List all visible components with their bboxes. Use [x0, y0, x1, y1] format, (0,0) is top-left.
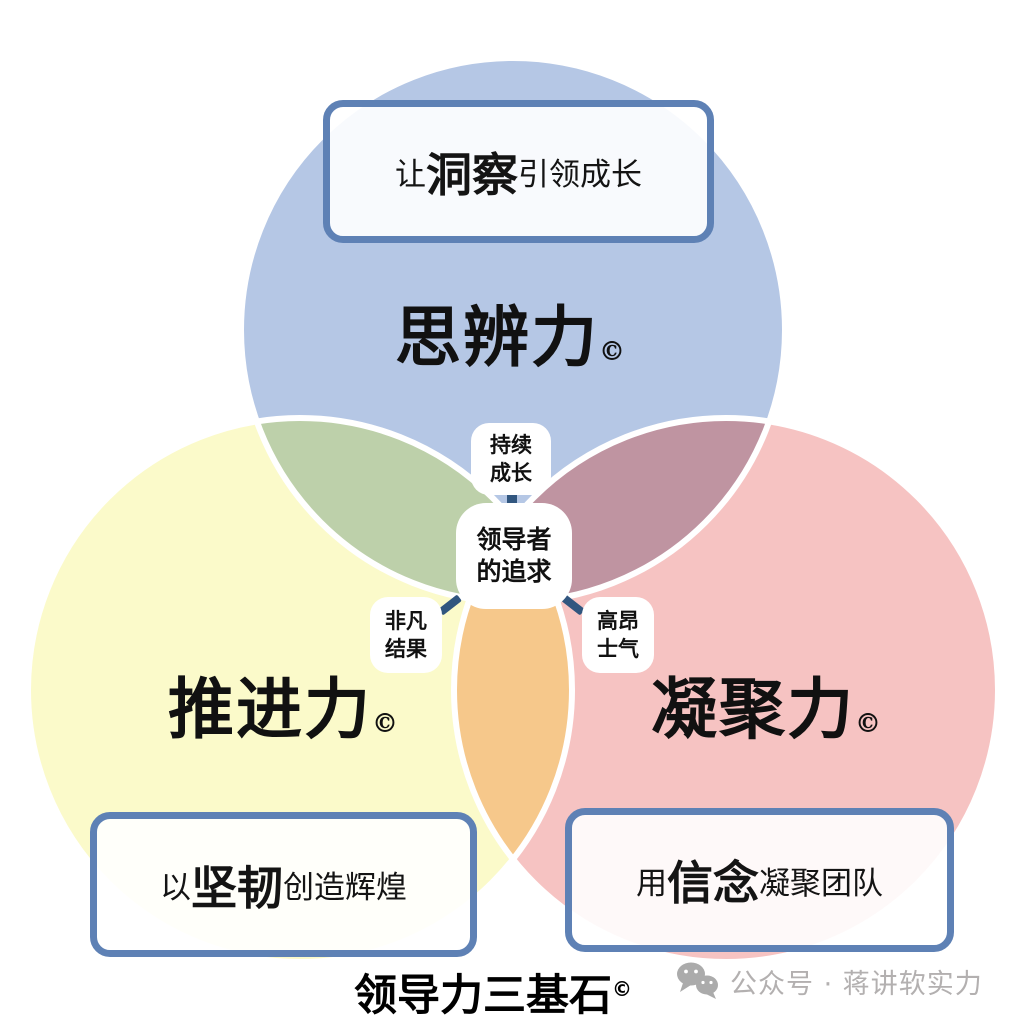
- overlap-right-line1: 高昂: [597, 608, 639, 633]
- copyright-mark: ©: [612, 977, 632, 1001]
- tagline-box-insight: 让洞察引领成长: [323, 100, 714, 243]
- overlap-label-high-morale: 高昂 士气: [582, 597, 654, 673]
- overlap-label-extraordinary-results: 非凡 结果: [370, 597, 442, 673]
- watermark-text: 公众号 · 蒋讲软实力: [730, 968, 983, 1000]
- tagline-insight-emphasis: 洞察: [426, 147, 518, 202]
- tagline-conviction-suffix: 凝聚团队: [759, 865, 883, 902]
- copyright-mark: ©: [599, 337, 625, 367]
- overlap-top-left-lens: [241, 418, 572, 602]
- title-cohesion-text: 凝聚力: [651, 670, 855, 748]
- title-cohesion: 凝聚力©: [651, 656, 881, 752]
- overlap-left-line1: 非凡: [385, 608, 427, 633]
- title-drive-text: 推进力: [168, 670, 372, 748]
- tagline-insight-suffix: 引领成长: [518, 157, 642, 193]
- title-critical-thinking: 思辨力©: [395, 284, 625, 380]
- overlap-right-line2: 士气: [597, 637, 639, 661]
- tagline-conviction-emphasis: 信念: [667, 856, 759, 910]
- diagram-caption: 领导力三基石©: [354, 961, 632, 1022]
- overlap-label-continuous-growth: 持续 成长: [471, 423, 551, 495]
- tagline-resilience-emphasis: 坚韧: [191, 860, 283, 915]
- title-critical-thinking-text: 思辨力: [395, 298, 599, 376]
- overlap-top-right-lens: [454, 418, 785, 602]
- tagline-resilience-prefix: 以: [160, 870, 191, 906]
- connector-top: [507, 488, 517, 514]
- overlap-top-line1: 持续: [490, 432, 532, 457]
- caption-text: 领导力三基石: [354, 971, 612, 1021]
- copyright-mark: ©: [855, 709, 881, 739]
- copyright-mark: ©: [372, 709, 398, 739]
- wechat-icon: [677, 962, 718, 999]
- tagline-box-resilience: 以坚韧创造辉煌: [90, 812, 477, 957]
- center-label-leaders-pursuit: 领导者 的追求: [456, 503, 572, 609]
- tagline-conviction-prefix: 用: [636, 865, 667, 902]
- overlap-left-line2: 结果: [385, 637, 427, 661]
- title-drive: 推进力©: [168, 656, 398, 752]
- tagline-box-conviction: 用信念凝聚团队: [565, 808, 954, 952]
- center-label-line1: 领导者: [476, 524, 552, 554]
- tagline-insight-prefix: 让: [395, 157, 426, 193]
- overlap-top-line2: 成长: [490, 461, 532, 485]
- tagline-resilience-suffix: 创造辉煌: [283, 870, 407, 906]
- watermark: 公众号 · 蒋讲软实力: [676, 958, 983, 1004]
- center-label-line2: 的追求: [476, 557, 552, 586]
